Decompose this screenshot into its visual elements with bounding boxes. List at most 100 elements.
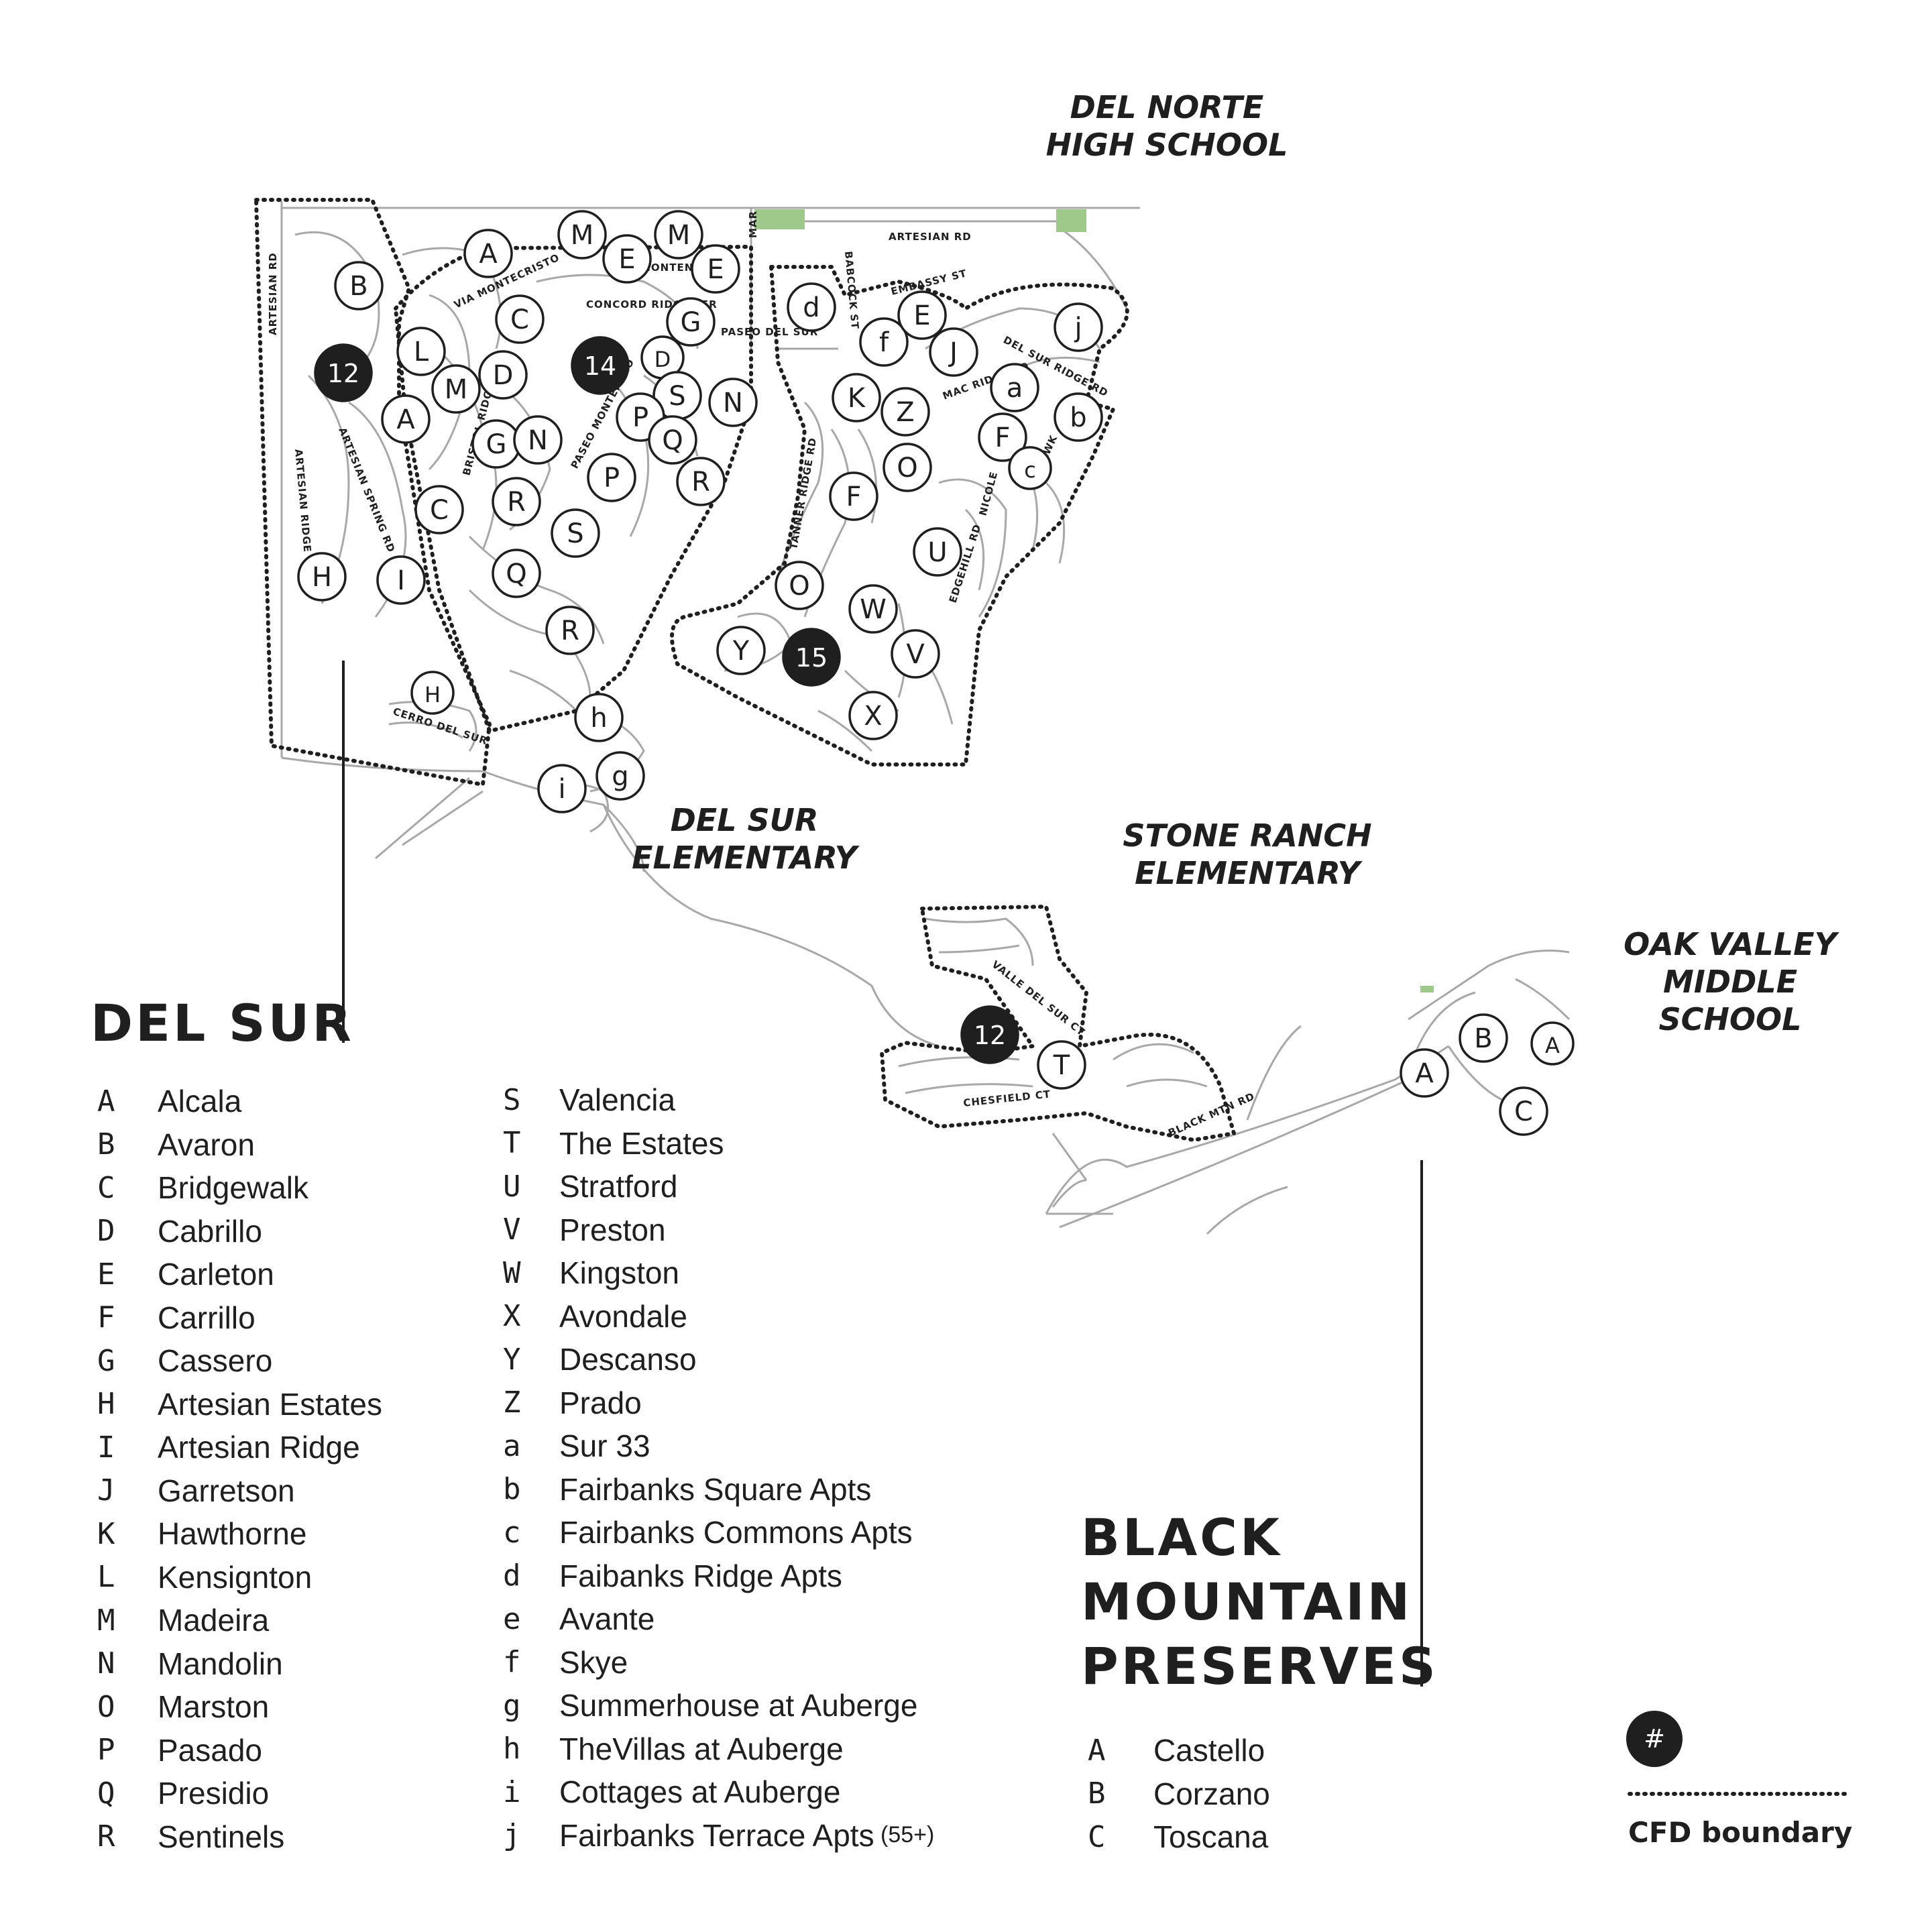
marker-label: M bbox=[667, 220, 691, 251]
street-label: MAR bbox=[747, 211, 759, 238]
marker-circle bbox=[571, 336, 630, 395]
legend-name: The Estates bbox=[559, 1125, 724, 1161]
marker-circle bbox=[297, 552, 347, 602]
marker-label: N bbox=[528, 425, 548, 456]
street-label: ARTESIAN SPRING RD bbox=[336, 426, 398, 555]
marker-circle bbox=[478, 350, 528, 400]
legend-key: d bbox=[503, 1558, 521, 1593]
community-marker: P bbox=[587, 453, 636, 502]
marker-circle bbox=[545, 606, 595, 655]
marker-circle bbox=[775, 561, 824, 610]
marker-circle bbox=[1459, 1013, 1508, 1063]
marker-label: B bbox=[349, 271, 367, 302]
park-areas bbox=[754, 209, 1434, 992]
legend-key: b bbox=[503, 1472, 521, 1507]
community-marker: G bbox=[471, 419, 521, 469]
community-marker: g bbox=[595, 751, 645, 801]
community-marker: A bbox=[1400, 1048, 1449, 1098]
marker-circle bbox=[832, 373, 881, 422]
marker-circle bbox=[676, 457, 726, 506]
marker-label: F bbox=[995, 422, 1010, 453]
legend-key: B bbox=[1088, 1776, 1106, 1811]
marker-label: B bbox=[1474, 1023, 1492, 1054]
marker-circle bbox=[431, 364, 481, 414]
street-label: CHESFIELD CT bbox=[963, 1088, 1052, 1109]
community-marker: D bbox=[478, 350, 528, 400]
marker-circle bbox=[1400, 1048, 1449, 1098]
marker-label: N bbox=[723, 388, 743, 418]
marker-circle bbox=[848, 691, 898, 740]
legend-key: f bbox=[503, 1645, 521, 1680]
legend-key: U bbox=[503, 1169, 521, 1204]
legend-key: T bbox=[503, 1126, 521, 1161]
school-name-line: HIGH SCHOOL bbox=[1045, 127, 1288, 163]
legend-name: Carrillo bbox=[158, 1300, 255, 1335]
legend-name: Avaron bbox=[158, 1127, 255, 1162]
community-marker: S bbox=[551, 508, 600, 558]
marker-label: P bbox=[604, 463, 620, 494]
legend-name: Preston bbox=[559, 1212, 666, 1247]
marker-circle bbox=[897, 290, 947, 340]
marker-label: b bbox=[1070, 402, 1086, 433]
marker-label: R bbox=[507, 487, 526, 518]
marker-label: j bbox=[1074, 312, 1082, 343]
marker-label: C bbox=[1514, 1096, 1533, 1127]
community-marker: C bbox=[414, 485, 464, 534]
marker-circle bbox=[492, 477, 541, 526]
legend-name: Bridgewalk bbox=[158, 1170, 308, 1206]
legend-key: j bbox=[503, 1818, 521, 1853]
marker-circle bbox=[1008, 446, 1052, 490]
community-marker: a bbox=[990, 363, 1039, 412]
legend-key: L bbox=[97, 1560, 115, 1595]
cfd-number-marker: 12 bbox=[960, 1005, 1019, 1064]
cfd-boundary-15 bbox=[670, 265, 1129, 766]
community-marker: F bbox=[978, 412, 1027, 462]
legend-key: E bbox=[97, 1257, 115, 1292]
cfd-number-marker: 15 bbox=[782, 628, 841, 687]
legend-name: Pasado bbox=[158, 1732, 263, 1768]
marker-circle bbox=[602, 234, 652, 284]
marker-circle bbox=[1037, 1040, 1086, 1090]
marker-circle bbox=[929, 327, 978, 377]
street-label: ARTESIAN RD bbox=[889, 231, 972, 243]
legend-key: A bbox=[97, 1084, 115, 1119]
marker-circle bbox=[396, 327, 446, 376]
legend-name: Sentinels bbox=[158, 1819, 285, 1854]
marker-label: K bbox=[848, 383, 866, 414]
legend-key: g bbox=[503, 1688, 521, 1723]
marker-label: C bbox=[430, 495, 449, 526]
marker-label: F bbox=[846, 481, 861, 512]
marker-label: f bbox=[879, 327, 889, 358]
region-title-line: BLACK bbox=[1081, 1508, 1282, 1567]
legend-key: C bbox=[1088, 1819, 1106, 1854]
marker-label: 14 bbox=[584, 351, 616, 381]
legend-key: M bbox=[97, 1603, 115, 1638]
school-name-line: ELEMENTARY bbox=[1135, 855, 1360, 891]
marker-circle bbox=[1054, 302, 1103, 352]
park-area-3 bbox=[1420, 986, 1434, 992]
legend-key: Y bbox=[503, 1342, 521, 1377]
community-marker: Z bbox=[880, 387, 930, 437]
legend-key: G bbox=[97, 1343, 115, 1378]
community-marker: S bbox=[652, 371, 702, 420]
legend-name: Artesian Ridge bbox=[158, 1430, 360, 1465]
marker-circle bbox=[859, 317, 909, 367]
community-marker: J bbox=[929, 327, 978, 377]
community-marker: R bbox=[492, 477, 541, 526]
marker-label: O bbox=[789, 571, 809, 602]
street-label: ARTESIAN RIDGE bbox=[292, 449, 313, 553]
street-label: NICOLE bbox=[976, 470, 1000, 517]
cfd-boundary-12-west bbox=[253, 198, 492, 787]
marker-circle bbox=[708, 378, 758, 427]
